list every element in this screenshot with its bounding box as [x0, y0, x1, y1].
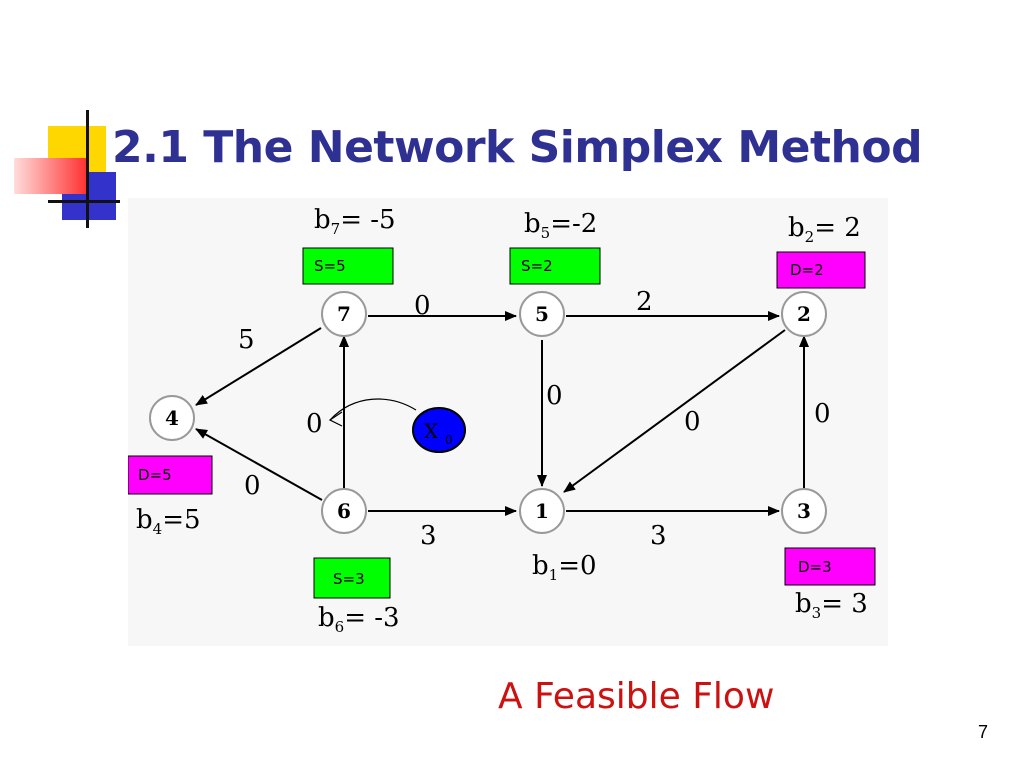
- node-4-label: 4: [165, 406, 179, 430]
- node-6-label: 6: [337, 499, 351, 523]
- node-5-label: 5: [535, 302, 549, 326]
- box-s6: S=3: [313, 557, 391, 599]
- network-diagram: 5 0 0 0 2 0 0 0 3 3 4 7 6: [128, 198, 888, 646]
- node-3: 3: [781, 488, 827, 534]
- supply-b3: b3= 3: [795, 589, 868, 622]
- node-3-label: 3: [797, 499, 811, 523]
- box-d3: D=3: [784, 547, 876, 586]
- deco-red-square: [14, 158, 86, 194]
- arc-x0-curve: [329, 398, 417, 421]
- flow-label-1-3: 3: [650, 521, 667, 551]
- figure-caption: A Feasible Flow: [498, 676, 775, 717]
- node-x0: X 0: [412, 407, 466, 453]
- box-s7: S=5: [302, 247, 394, 285]
- node-1: 1: [519, 488, 565, 534]
- arc-2-1: [563, 329, 786, 493]
- box-s5: S=2: [509, 247, 601, 285]
- flow-label-7-5: 0: [414, 291, 431, 321]
- box-s6-text: S=3: [333, 570, 365, 588]
- arc-7-4: [195, 327, 322, 406]
- node-2-label: 2: [797, 302, 811, 326]
- arc-x0-arrowhead: [328, 411, 343, 427]
- node-x0-label: X: [424, 419, 439, 443]
- node-7-label: 7: [337, 302, 351, 326]
- node-5: 5: [519, 291, 565, 337]
- box-d3-text: D=3: [798, 558, 832, 576]
- node-6: 6: [321, 488, 367, 534]
- supply-b4: b4=5: [136, 505, 201, 538]
- flow-label-7-4: 5: [238, 325, 255, 355]
- box-d2: D=2: [776, 251, 866, 289]
- slide-title: 2.1 The Network Simplex Method: [112, 122, 923, 173]
- node-4: 4: [149, 395, 195, 441]
- box-s7-text: S=5: [314, 257, 346, 275]
- box-d4-text: D=5: [138, 466, 172, 484]
- flow-label-6-1: 3: [420, 521, 437, 551]
- flow-label-5-1: 0: [546, 381, 563, 411]
- box-s5-text: S=2: [521, 257, 553, 275]
- node-x0-subscript: 0: [445, 433, 453, 447]
- deco-horizontal-line: [48, 200, 120, 203]
- box-d2-text: D=2: [790, 261, 824, 279]
- supply-b2: b2= 2: [788, 213, 861, 246]
- supply-b5: b5=-2: [524, 209, 597, 242]
- box-d4: D=5: [128, 455, 213, 495]
- flow-label-6-4: 0: [244, 471, 261, 501]
- arc-6-4: [195, 428, 323, 501]
- flow-label-3-2: 0: [814, 399, 831, 429]
- flow-label-5-2: 2: [636, 287, 653, 317]
- supply-b7: b7= -5: [314, 205, 396, 238]
- flow-label-6-7: 0: [306, 409, 323, 439]
- flow-label-2-1: 0: [684, 407, 701, 437]
- supply-b1: b1=0: [532, 551, 597, 584]
- page-number: 7: [978, 722, 989, 742]
- node-2: 2: [781, 291, 827, 337]
- supply-b6: b6= -3: [318, 603, 400, 636]
- node-7: 7: [321, 291, 367, 337]
- deco-vertical-line: [86, 110, 89, 228]
- node-1-label: 1: [535, 499, 549, 523]
